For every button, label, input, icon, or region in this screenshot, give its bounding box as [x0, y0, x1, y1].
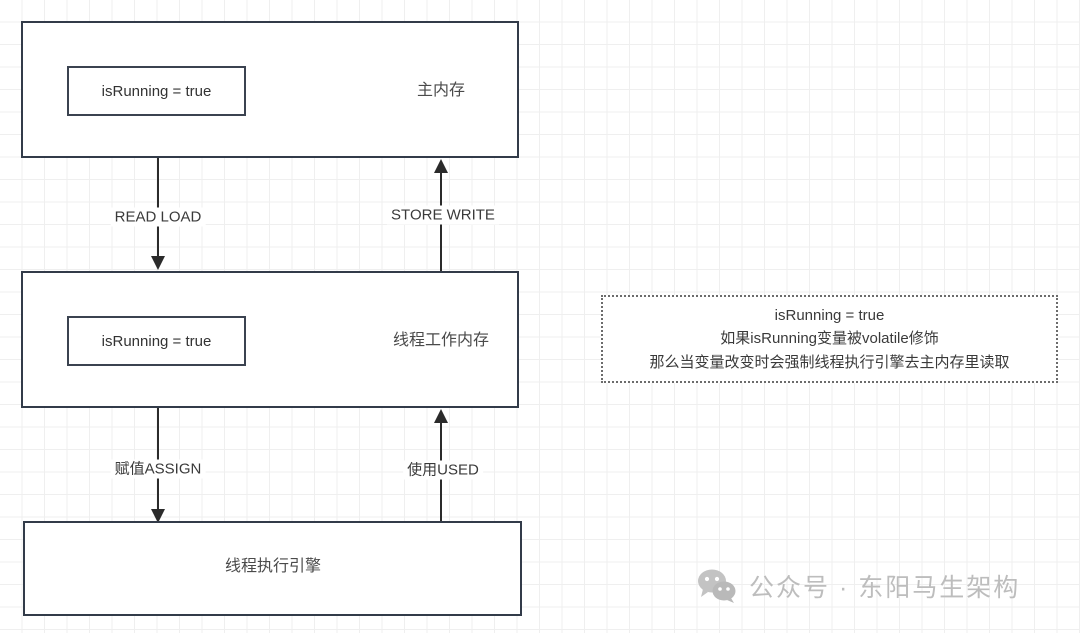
thread-execution-engine-box	[23, 521, 522, 616]
note-line-3: 那么当变量改变时会强制线程执行引擎去主内存里读取	[649, 353, 1010, 371]
note-line-1: isRunning = true	[774, 307, 885, 325]
used-arrow-head	[434, 409, 448, 423]
store-write-arrow-label: STORE WRITE	[387, 205, 499, 225]
main-memory-variable-box: isRunning = true	[67, 66, 246, 116]
wechat-icon	[697, 569, 739, 603]
store-write-arrow-head	[434, 159, 448, 173]
watermark: 公众号 · 东阳马生架构	[697, 568, 1020, 604]
volatile-note-box: isRunning = true 如果isRunning变量被volatile修…	[601, 295, 1058, 383]
watermark-text: 公众号 · 东阳马生架构	[749, 574, 1021, 602]
thread-working-memory-label: 线程工作内存	[392, 332, 490, 349]
assign-arrow-head	[151, 509, 165, 523]
read-load-arrow-label: READ LOAD	[110, 207, 206, 227]
used-arrow-label: 使用USED	[403, 460, 483, 480]
thread-execution-engine-label: 线程执行引擎	[224, 558, 322, 575]
thread-working-memory-variable-box: isRunning = true	[67, 316, 246, 366]
read-load-arrow-head	[151, 256, 165, 270]
thread-working-memory-variable-label: isRunning = true	[101, 332, 212, 350]
note-line-2: 如果isRunning变量被volatile修饰	[720, 330, 939, 348]
main-memory-variable-label: isRunning = true	[101, 82, 212, 100]
main-memory-label: 主内存	[416, 82, 466, 99]
assign-arrow-label: 赋值ASSIGN	[110, 459, 206, 479]
